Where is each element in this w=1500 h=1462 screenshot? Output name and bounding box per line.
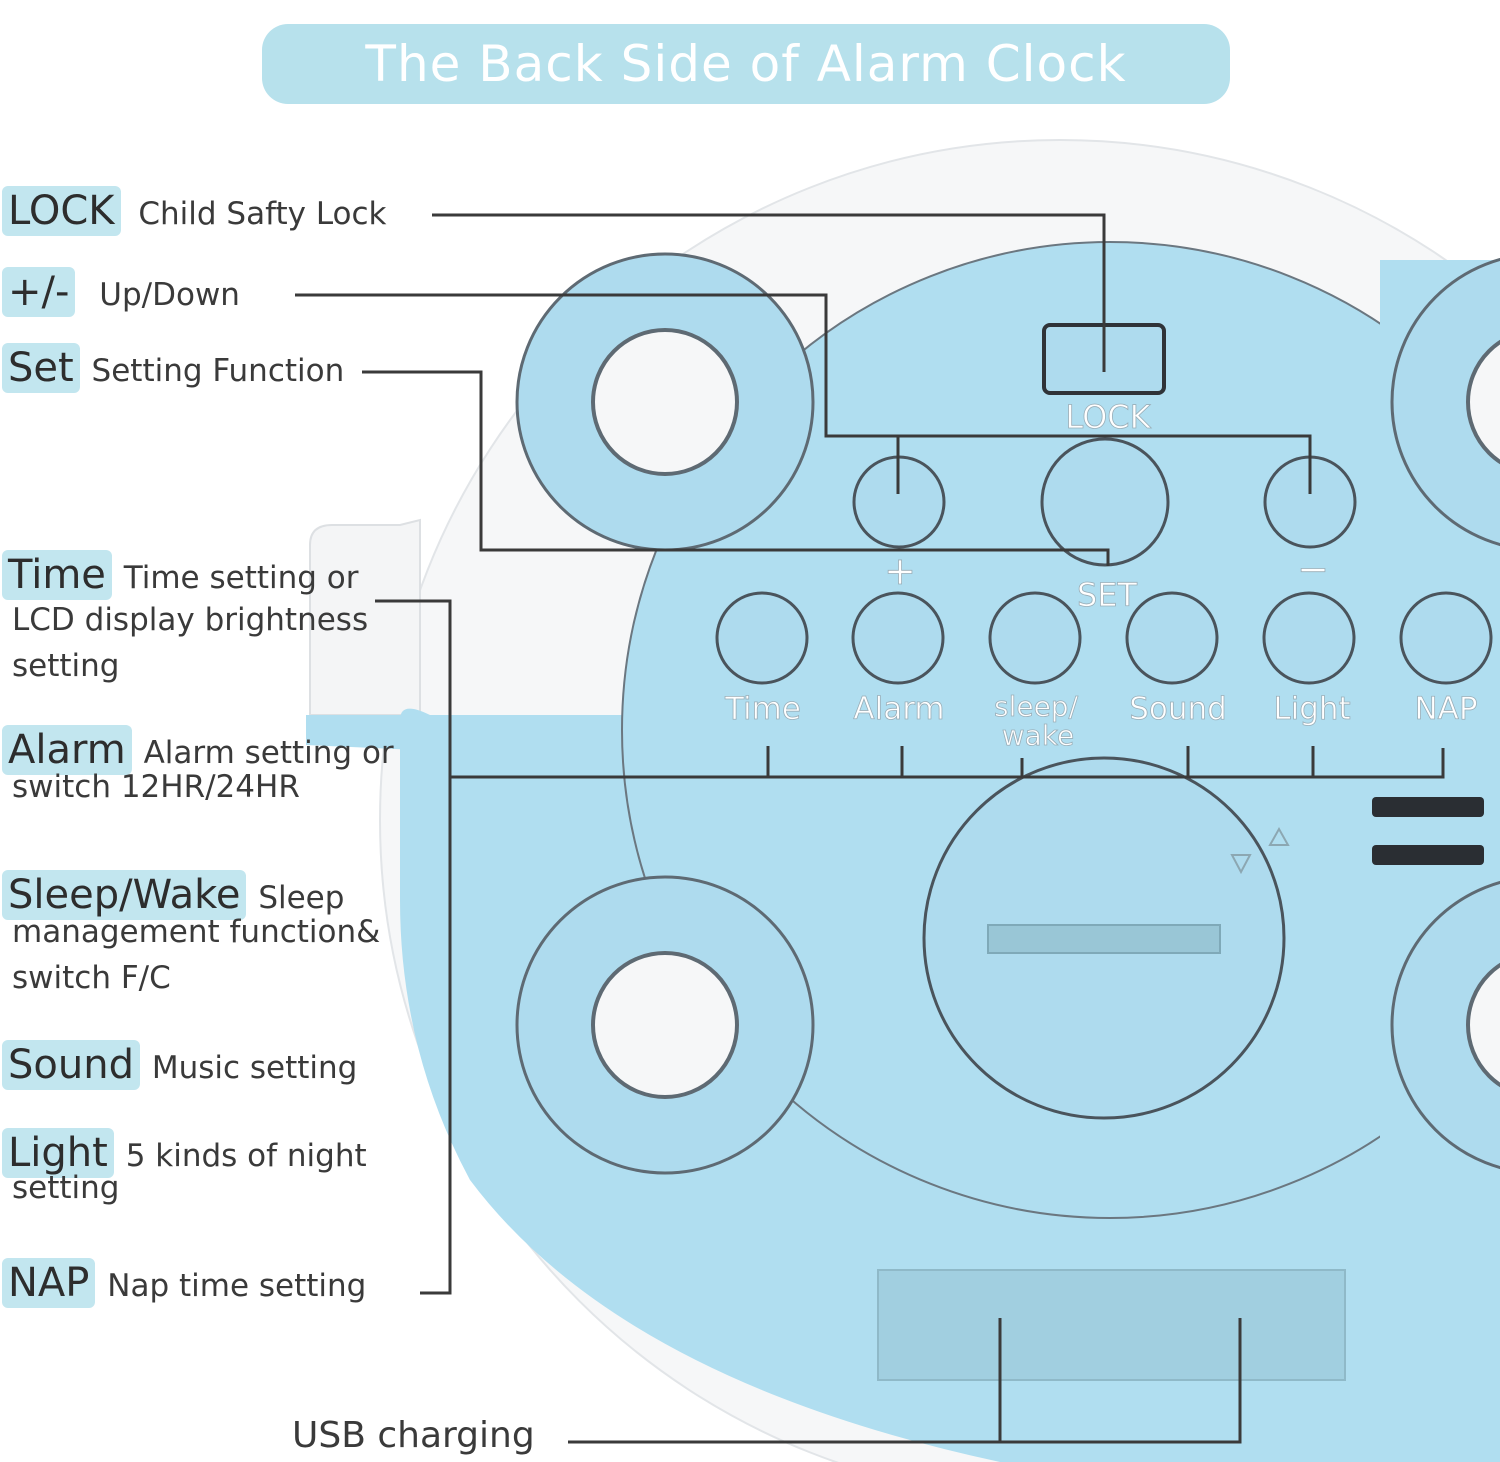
battery-cover-slot [987,924,1221,954]
set-button[interactable] [1040,437,1170,567]
callout-light-desc-2: setting [12,1170,120,1206]
callout-usb: USB charging [292,1416,535,1456]
callout-time-desc-1: Time setting or [123,560,359,596]
callout-time: Time Time setting or LCD display brightn… [2,550,402,686]
time-button[interactable] [715,591,809,685]
device-label-set: SET [1077,576,1138,614]
arrow-down-icon [1230,854,1252,875]
side-tab [309,518,421,716]
callout-updown-desc: Up/Down [99,277,240,313]
arrow-up-icon [1268,826,1290,846]
callout-lock: LOCK Child Safty Lock [2,186,387,236]
nap-button[interactable] [1399,591,1493,685]
device-label-wake: wake [1002,719,1075,752]
device-label-time: Time [724,691,801,727]
callout-time-desc-2: LCD display brightness [12,602,369,638]
title-banner: The Back Side of Alarm Clock [262,24,1230,104]
callout-alarm-desc-2: switch 12HR/24HR [12,769,300,805]
callout-alarm: Alarm Alarm setting or switch 12HR/24HR [2,725,422,807]
alarm-button[interactable] [851,591,945,685]
device-label-plus: + [884,549,916,593]
foot-top-right [1390,257,1500,547]
callout-time-desc-3: setting [12,648,120,684]
foot-bottom-left [515,875,815,1175]
leader-line-usb [568,1318,1242,1444]
callout-lock-tag: LOCK [2,186,121,236]
callout-light-desc-1: 5 kinds of night [125,1138,367,1174]
device-label-sleep: sleep/ [994,690,1079,723]
callout-alarm-desc-1: Alarm setting or [143,735,394,771]
foot-top-left [515,252,815,552]
callout-light-tag: Light [2,1128,114,1178]
callout-usb-desc: USB charging [292,1415,535,1456]
callout-updown: +/- Up/Down [2,267,240,317]
leader-line-lock [432,213,1106,372]
leader-line-set [362,370,1110,566]
callout-set-tag: Set [2,343,80,393]
device-label-lock: LOCK [1065,398,1151,436]
callout-nap-desc: Nap time setting [107,1268,367,1304]
callout-lock-desc: Child Safty Lock [138,196,387,232]
callout-nap-tag: NAP [2,1258,96,1308]
callout-sound-tag: Sound [2,1040,140,1090]
leader-line-bar [450,748,1445,779]
leader-line-functions [375,599,452,1295]
callout-nap: NAP Nap time setting [2,1258,366,1308]
callout-alarm-tag: Alarm [2,725,132,775]
foot-bottom-right [1390,880,1500,1170]
callout-sleep-tag: Sleep/Wake [2,870,247,920]
sleep-wake-button[interactable] [988,591,1082,685]
callout-updown-tag: +/- [2,267,76,317]
callout-sleep-desc-2: management function& [12,914,381,950]
device-label-alarm: Alarm [853,691,944,727]
callout-set-desc: Setting Function [91,353,345,389]
callout-sound-desc: Music setting [151,1050,358,1086]
device-label-nap: NAP [1414,691,1477,727]
device-label-light: Light [1273,691,1350,727]
page-title: The Back Side of Alarm Clock [365,35,1127,93]
device-label-minus: − [1297,547,1329,591]
device-label-sound: Sound [1129,691,1227,727]
callout-sleep: Sleep/Wake Sleep management function& sw… [2,870,422,998]
callout-light: Light 5 kinds of night setting [2,1128,422,1208]
callout-sleep-desc-1: Sleep [258,880,345,916]
callout-sound: Sound Music setting [2,1040,357,1090]
speaker-slot-1 [1372,797,1484,817]
callout-set: Set Setting Function [2,343,344,393]
callout-time-tag: Time [2,550,112,600]
callout-sleep-desc-3: switch F/C [12,960,171,996]
leader-line-updown [295,293,1312,494]
speaker-slot-2 [1372,845,1484,865]
sound-button[interactable] [1125,591,1219,685]
usb-recess [877,1269,1346,1381]
light-button[interactable] [1262,591,1356,685]
